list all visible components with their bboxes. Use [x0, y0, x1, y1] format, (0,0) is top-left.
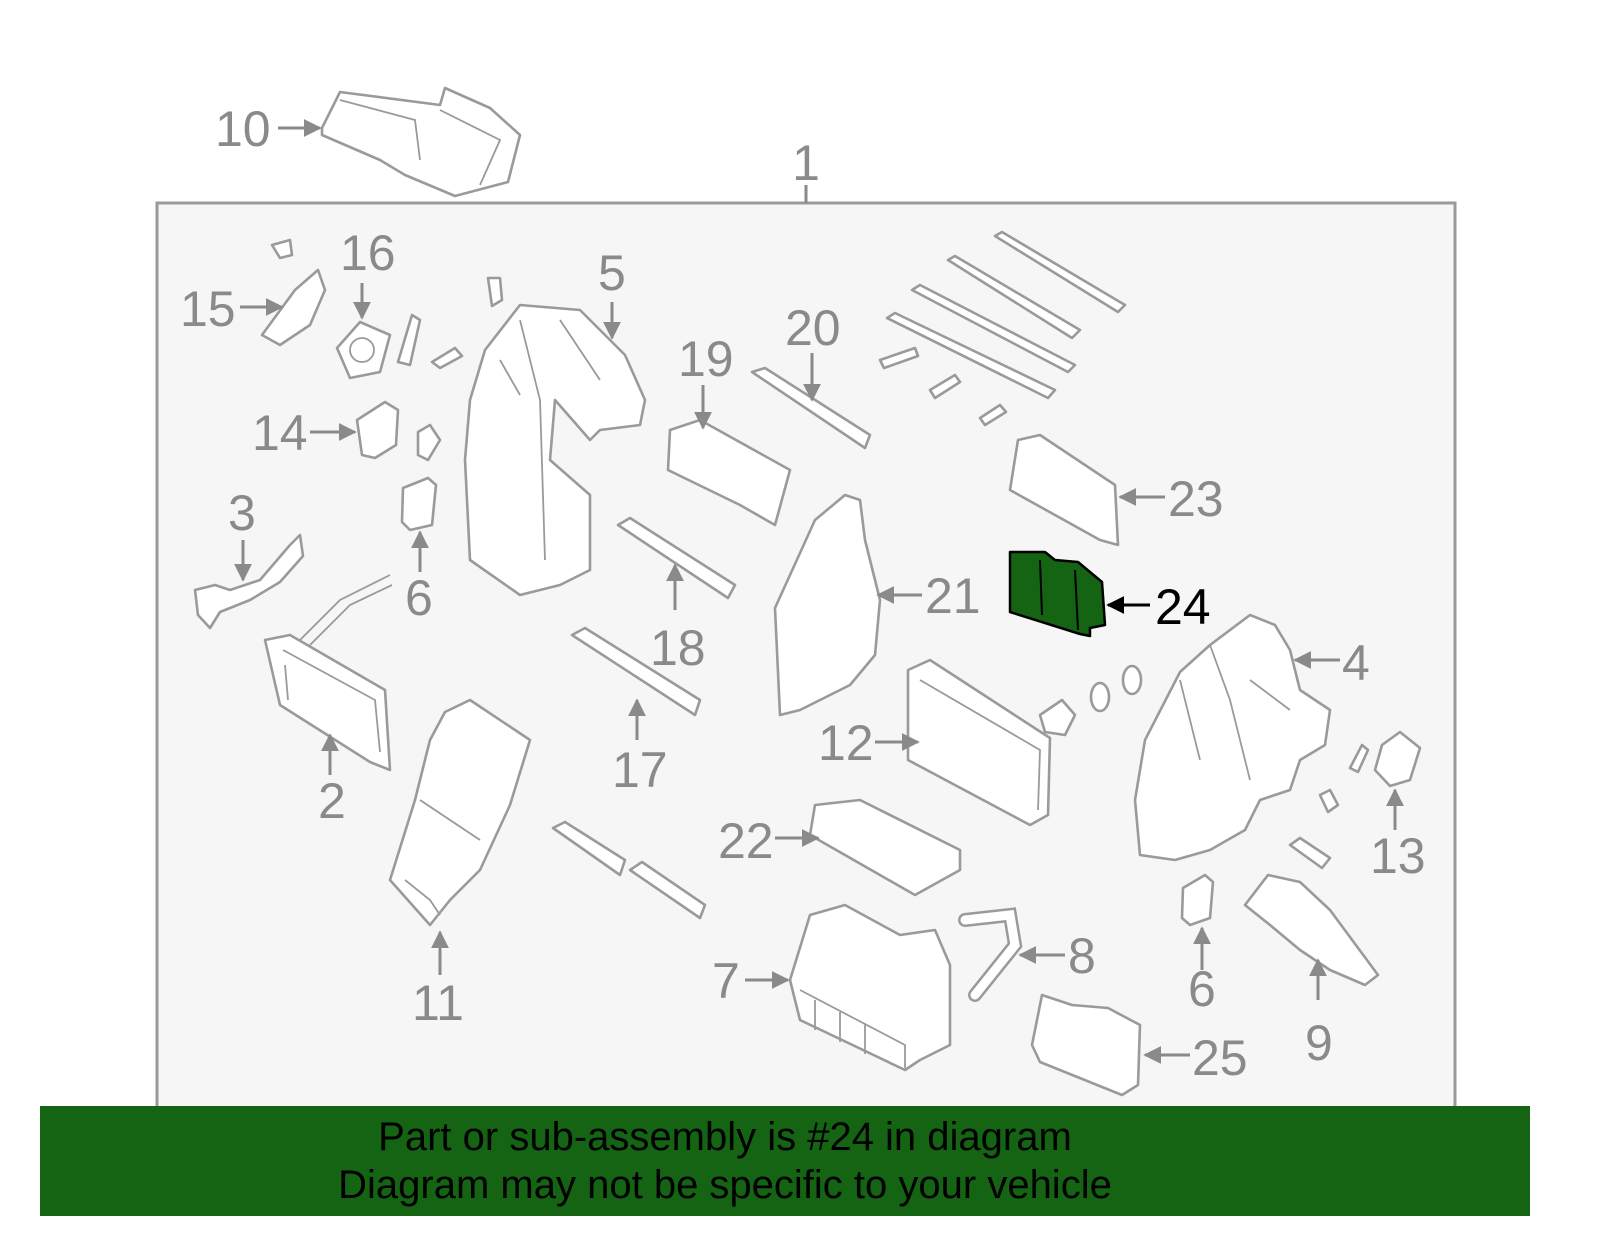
- part-5-case: [463, 303, 647, 597]
- clip-part: [416, 423, 442, 462]
- callout-6-right: 6: [1188, 961, 1216, 1017]
- part-9-duct: [1243, 873, 1380, 987]
- callout-19: 19: [678, 331, 734, 387]
- part-2-heater-core: [263, 574, 393, 772]
- callout-20: 20: [785, 300, 841, 356]
- part-15-bracket: [260, 238, 327, 347]
- expansion-valve: [1038, 698, 1077, 737]
- callout-2: 2: [318, 773, 346, 829]
- callout-17: 17: [612, 742, 668, 798]
- o-ring: [1089, 681, 1111, 713]
- callout-18: 18: [650, 620, 706, 676]
- callout-1: 1: [792, 135, 820, 191]
- part-16-mount: [335, 320, 392, 380]
- callout-10: 10: [215, 101, 271, 157]
- part-25-cover: [1030, 993, 1142, 1097]
- part-4-case: [1133, 613, 1332, 862]
- info-banner: Part or sub-assembly is #24 in diagram D…: [40, 1106, 1530, 1216]
- callout-25: 25: [1192, 1030, 1248, 1086]
- o-ring: [1121, 664, 1143, 696]
- part-6-seal-right: [1180, 873, 1215, 927]
- clip-part: [430, 346, 464, 370]
- callout-23: 23: [1168, 471, 1224, 527]
- part-14-bracket: [355, 400, 400, 460]
- callout-22: 22: [718, 813, 774, 869]
- callout-6-left: 6: [405, 570, 433, 626]
- clip-part: [1288, 836, 1332, 870]
- door-part: [551, 820, 627, 877]
- callout-15: 15: [180, 281, 236, 337]
- clip-part: [396, 313, 422, 367]
- callout-21: 21: [925, 568, 981, 624]
- clip-part: [1318, 788, 1340, 814]
- part-23-cover: [1008, 433, 1120, 547]
- callout-5: 5: [598, 245, 626, 301]
- part-18-door: [616, 516, 737, 600]
- clip-part: [486, 276, 504, 308]
- callout-16: 16: [340, 225, 396, 281]
- part-7-lower-case: [788, 903, 952, 1072]
- callout-14: 14: [252, 405, 308, 461]
- door-part: [628, 860, 707, 920]
- callout-3: 3: [228, 485, 256, 541]
- part-8-hose-core: [960, 910, 1020, 1000]
- part-3-pipe: [193, 533, 305, 630]
- callout-7: 7: [712, 953, 740, 1009]
- clip-part: [1348, 743, 1370, 774]
- part-24-highlighted[interactable]: [1008, 550, 1107, 638]
- banner-line-1: Part or sub-assembly is #24 in diagram: [378, 1115, 1072, 1159]
- seal-strips: [878, 230, 1127, 427]
- callout-24: 24: [1155, 579, 1211, 635]
- part-10-duct: [320, 86, 522, 198]
- part-6-seal-left: [400, 476, 438, 532]
- callout-11: 11: [412, 975, 464, 1031]
- part-20-door: [750, 366, 872, 450]
- part-12-evaporator: [906, 658, 1052, 827]
- part-11-duct: [388, 698, 532, 927]
- callout-12: 12: [818, 715, 874, 771]
- part-13-actuator: [1373, 730, 1422, 788]
- callout-9: 9: [1305, 1015, 1333, 1071]
- callout-13: 13: [1370, 828, 1426, 884]
- callout-8: 8: [1068, 928, 1096, 984]
- banner-line-2: Diagram may not be specific to your vehi…: [338, 1163, 1112, 1207]
- callout-4: 4: [1342, 635, 1370, 691]
- part-17-door: [570, 626, 702, 717]
